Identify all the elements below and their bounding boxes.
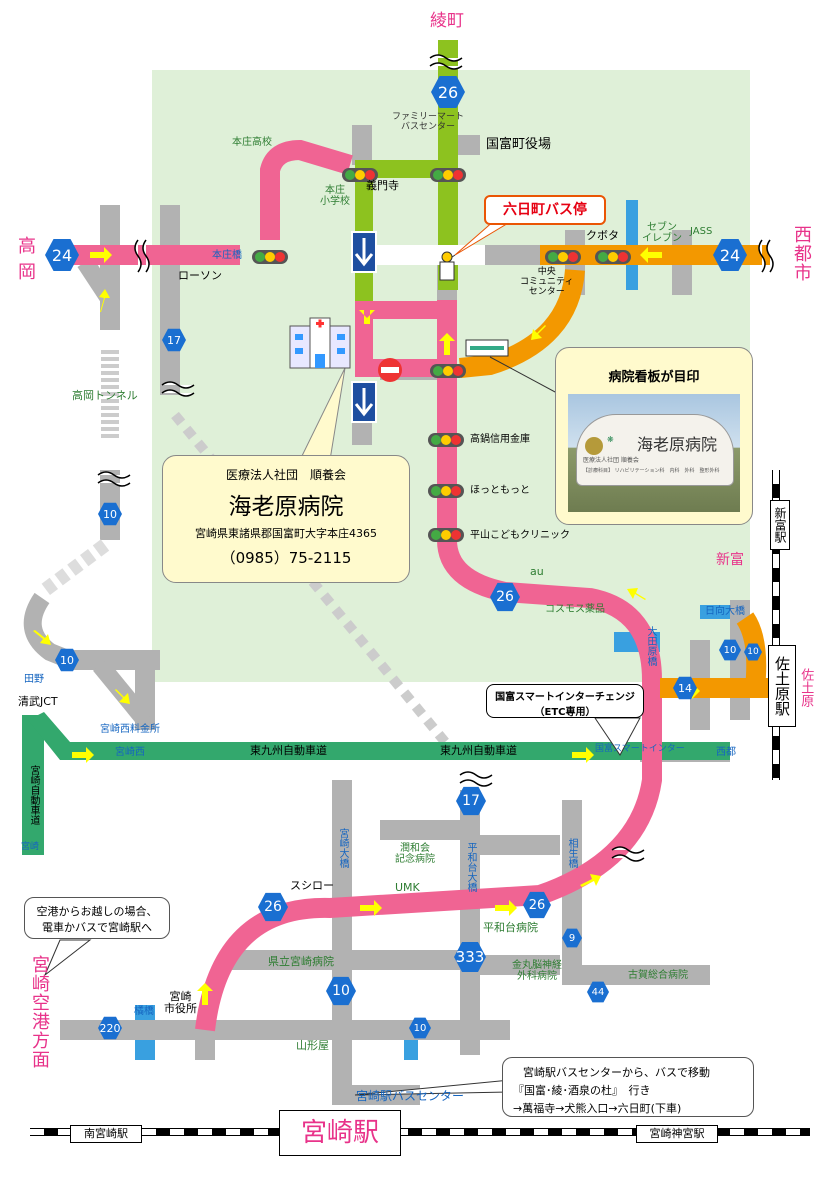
signboard-leaf-icon: ❋ [607,435,614,444]
route-shield-17a: 17 [162,328,186,352]
place-famima: ファミリーマート バスセンター [392,112,465,132]
route-shield-10e: 10 [719,639,741,661]
place-saito: 西都 [716,747,736,758]
place-sushiro: スシロー [290,879,334,892]
place-tano: 田野 [24,674,44,685]
place-miyazaki-nishi-tollgate: 宮崎西料金所 [100,724,160,735]
place-junwakai: 潤和会 記念病院 [395,843,435,865]
place-higashi-kyushu-1: 東九州自動車道 [250,744,327,757]
hospital-card: 医療法人社団 順養会 海老原病院 宮崎県東諸県郡国富町大字本庄4365 （098… [162,455,410,583]
place-kunitomi-office: 国富町役場 [486,137,552,152]
place-lawson: ローソン [178,269,222,282]
place-honjo-bashi: 本庄橋 [212,250,242,261]
place-higashi-kyushu-2: 東九州自動車道 [440,744,517,757]
smart-ic-note: （ETC専用） [534,707,596,718]
place-hirayama: 平山こどもクリニック [470,530,570,541]
bus-note-line3: →萬福寺→犬熊入口→六日町(下車) [513,1102,682,1115]
sadowara-side-label: 佐土原 [798,668,814,707]
place-honjo-sho: 本庄 小学校 [320,185,350,207]
place-koga: 古賀総合病院 [628,970,688,981]
place-kunitomi-smart: 国富スマートインター [595,744,685,754]
place-kanamaru: 金丸脳神経 外科病院 [512,960,562,982]
route-shield-9: 9 [562,928,582,948]
place-heiwadai-hp: 平和台病院 [483,921,538,934]
route-shield-333: 333 [454,941,486,973]
hospital-icon [289,317,351,369]
route-shield-44: 44 [587,981,609,1003]
signboard-sign-small: 【診療科目】 リハビリテーション科 内科 外科 整形外科 [583,468,720,474]
bus-note: 宮崎駅バスセンターから、バスで移動 『国富･綾･酒泉の杜』 行き →萬福寺→犬熊… [502,1057,754,1117]
miyazaki-jingu-station: 宮崎神宮駅 [636,1125,718,1143]
miyazaki-station: 宮崎駅 [279,1110,401,1156]
miyazaki-expressway [22,715,44,855]
place-ota-bashi: 大田原橋 [645,626,656,666]
shintomi-station: 新富駅 [770,500,790,550]
local-roads [60,125,780,1105]
route-shield-26d: 26 [523,891,551,919]
direction-east: 西都市 [791,225,812,282]
place-hiuga-ohashi: 日向大橋 [705,606,745,617]
smart-ic-callout: 国富スマートインターチェンジ （ETC専用） [486,684,644,718]
hospital-org: 医療法人社団 順養会 [225,468,346,482]
break-marks [97,54,774,862]
place-heiwadai-ohashi: 平和台大橋 [465,842,476,892]
direction-shintomi: 新富 [716,552,744,568]
place-shiyakusho: 宮崎 市役所 [164,990,197,1016]
bus-stop-sign [439,251,455,281]
place-tachibana: 橘橋 [134,1006,154,1017]
signboard-callout: 病院看板が目印 ❋ 海老原病院 医療法人社団 順養会 【診療科目】 リハビリテー… [555,347,753,525]
route-shield-10a: 10 [98,502,122,526]
place-gimonji: 義門寺 [366,179,399,192]
place-jass: JASS [690,226,713,237]
direction-airport: 宮崎空港方面 [29,955,50,1069]
one-way-signs [351,231,402,423]
place-kiyotake: 清武JCT [18,695,58,708]
route-shield-220: 220 [98,1016,122,1040]
route-shield-14: 14 [673,676,697,700]
place-bus-center: 宮崎駅バスセンター [356,1089,465,1103]
hospital-phone: （0985）75-2115 [220,549,352,567]
place-miyazaki: 宮崎 [21,842,40,852]
bus-note-line2: 『国富･綾･酒泉の杜』 行き [513,1084,651,1097]
signboard-sign-text: 海老原病院 [637,435,718,454]
signboard-photo: ❋ 海老原病院 医療法人社団 順養会 【診療科目】 リハビリテーション科 内科 … [568,394,740,512]
place-miyazaki-ohashi: 宮崎大橋 [337,828,348,868]
direction-north: 綾町 [430,11,464,31]
place-takaoka-tunnel: 高岡トンネル [72,389,138,402]
place-umk: UMK [395,881,420,894]
place-chuo-comm: 中央 コミュニティ センター [520,267,574,297]
direction-west: 高岡 [18,236,37,283]
route-shield-10f: 10 [744,643,762,661]
signboard-sign-org: 医療法人社団 順養会 [583,457,639,464]
place-au: au [530,565,544,578]
place-yamakataya: 山形屋 [296,1039,329,1052]
place-miyazaki-expwy: 宮崎自動車道 [28,765,39,825]
place-honjo-kou: 本庄高校 [232,137,272,148]
signboard-title: 病院看板が目印 [608,370,700,385]
airport-note: 空港からお越しの場合、 電車かバスで宮崎駅へ [24,897,170,939]
place-kubota: クボタ [586,229,619,242]
place-hotmotto: ほっともっと [470,485,530,496]
place-aioi-bashi: 相生橋 [566,838,577,868]
place-takanabe-shinkin: 高鍋信用金庫 [470,434,530,445]
smart-ic-name: 国富スマートインターチェンジ [495,692,635,703]
place-cosmos: コスモス薬品 [545,604,605,615]
bus-stop-callout: 六日町バス停 [484,195,606,225]
place-miyazaki-nishi: 宮崎西 [115,747,145,758]
hospital-name: 海老原病院 [228,494,344,520]
hospital-address: 宮崎県東諸県郡国富町大字本庄4365 [195,527,377,540]
place-seven: セブン イレブン [642,222,682,244]
sadowara-station: 佐土原駅 [768,645,796,727]
route-shield-10b: 10 [55,648,79,672]
place-kenritsu: 県立宮崎病院 [268,955,334,968]
route-shield-24b: 24 [713,239,747,271]
route-shield-10d: 10 [409,1017,431,1039]
bus-note-line1: 宮崎駅バスセンターから、バスで移動 [523,1066,710,1079]
minami-miyazaki-station: 南宮崎駅 [70,1125,142,1143]
traffic-lights [252,168,631,542]
